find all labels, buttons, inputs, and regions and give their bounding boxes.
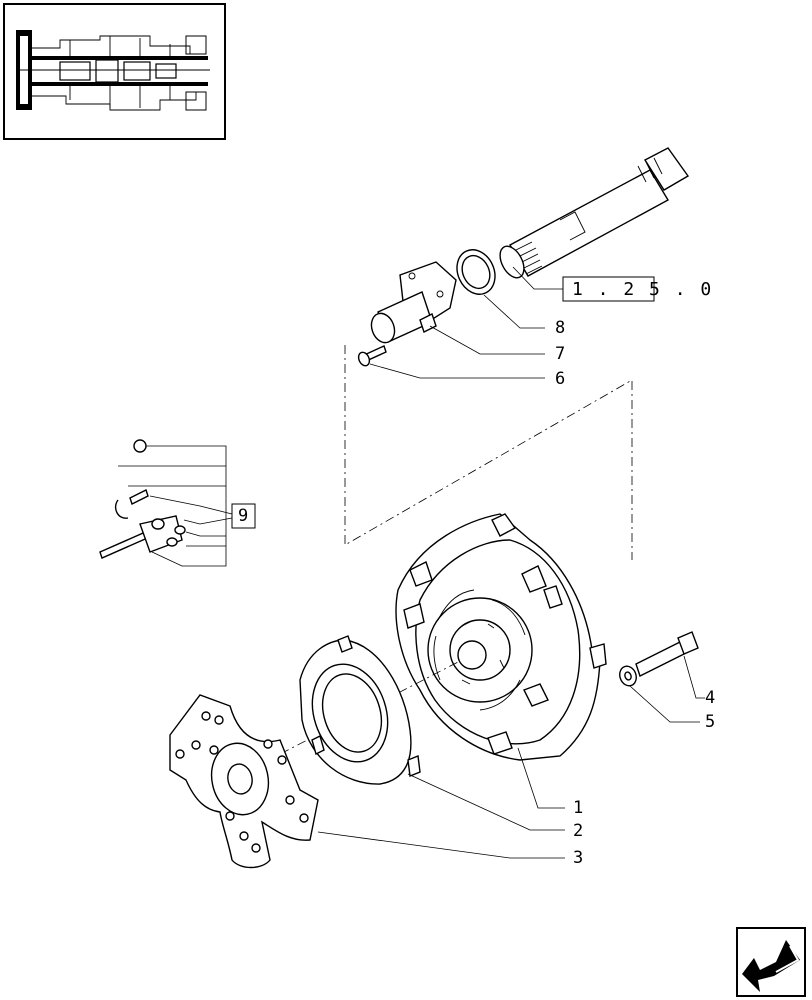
callout-5[interactable]: 5: [705, 712, 715, 732]
callout-6[interactable]: 6: [555, 369, 565, 389]
callout-8[interactable]: 8: [555, 318, 565, 338]
previous-page-arrow-icon: [742, 940, 800, 992]
overview-thumbnail[interactable]: [3, 3, 226, 140]
callout-2[interactable]: 2: [573, 821, 583, 841]
reference-text: 1 . 2 5 . 0: [572, 279, 713, 300]
callout-9-box: [231, 503, 256, 529]
transmission-overview-icon: [16, 30, 210, 111]
bolt-part-4[interactable]: [635, 631, 699, 677]
bolt-part-6[interactable]: [357, 345, 387, 367]
callout-4[interactable]: 4: [705, 688, 715, 708]
assembly-dash-frame: [344, 345, 633, 560]
callout-9[interactable]: 9: [238, 506, 248, 526]
previous-page-button[interactable]: [736, 927, 806, 997]
main-shaft[interactable]: [495, 147, 690, 282]
seal-ring-part[interactable]: [450, 244, 502, 301]
callout-1[interactable]: 1: [573, 798, 583, 818]
guide-sleeve-part[interactable]: [368, 261, 457, 346]
pressure-plate-part[interactable]: [299, 635, 421, 785]
clutch-cover-part[interactable]: [395, 513, 607, 761]
callout-3[interactable]: 3: [573, 848, 583, 868]
linkage-kit-part[interactable]: [99, 439, 186, 559]
linkage-leaders: [118, 445, 233, 567]
callout-7[interactable]: 7: [555, 344, 565, 364]
reference-label[interactable]: 1 . 2 5 . 0: [512, 266, 713, 302]
driven-disc-part[interactable]: [169, 694, 319, 869]
washer-part[interactable]: [617, 664, 639, 688]
